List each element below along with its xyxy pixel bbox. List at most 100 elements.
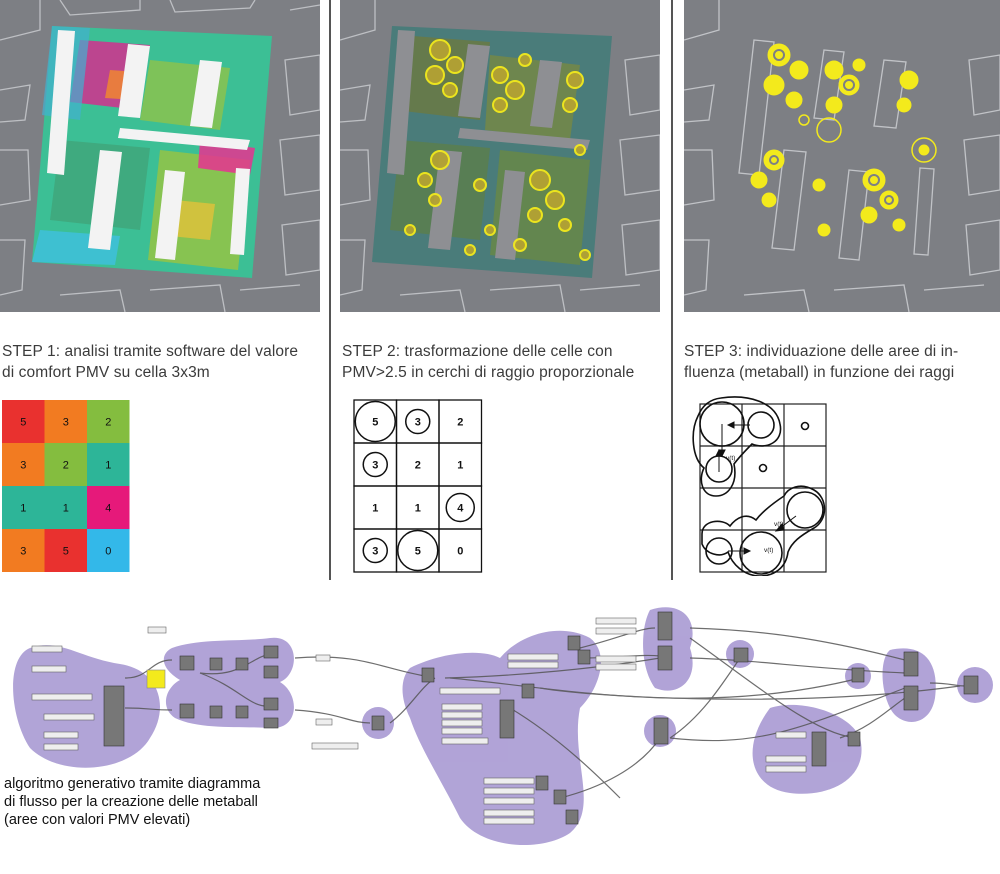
pmv-cell-0-0 — [2, 400, 45, 443]
metaball-tiny-circle-2 — [758, 463, 768, 473]
param-slider-9 — [315, 718, 333, 726]
step1-heatmap-image — [0, 0, 320, 312]
step1-caption-line1: STEP 1: analisi tramite software del val… — [2, 343, 299, 360]
flow-caption-line2: di flusso per la creazione delle metabal… — [4, 794, 258, 810]
circle-grid-cell-3-2 — [438, 528, 483, 573]
node-a5 — [263, 645, 279, 659]
step1-caption-line2: di comfort PMV su cella 3x3m — [2, 364, 210, 381]
node-c2 — [521, 683, 535, 699]
step3-metaball-image — [684, 0, 1000, 312]
pmv-cell-value-2-0: 1 — [20, 503, 26, 515]
pmv-cell-value-2-1: 1 — [63, 503, 69, 515]
metaball-grid-svg: v(t) v(t) v(t) — [692, 396, 827, 577]
param-slider-2 — [31, 665, 67, 673]
param-slider-11 — [439, 687, 501, 695]
pmv-circle-0-0 — [354, 400, 396, 443]
metaball-grid: v(t) v(t) v(t) — [688, 392, 834, 581]
node-d2 — [657, 645, 673, 671]
pmv-cell-value-1-2: 1 — [105, 460, 111, 472]
param-slider-14 — [441, 719, 483, 727]
node-d3 — [733, 647, 749, 663]
pmv-circle-0-1 — [405, 408, 431, 435]
node-blob-left — [13, 645, 160, 768]
node-d4 — [653, 717, 669, 745]
node-a8 — [235, 705, 249, 719]
pmv-cell-value-3-1: 5 — [63, 546, 69, 558]
flow-diagram-svg — [13, 607, 993, 845]
param-slider-28 — [775, 731, 807, 739]
node-a2 — [179, 703, 195, 719]
param-slider-13 — [441, 711, 483, 719]
pmv-cell-value-1-0: 3 — [20, 460, 26, 472]
node-a1 — [179, 655, 195, 671]
param-slider-29 — [765, 755, 807, 763]
node-e2 — [847, 731, 861, 747]
pmv-cell-2-0 — [2, 486, 45, 529]
pmv-cell-0-1 — [44, 400, 87, 443]
node-e1 — [811, 731, 827, 767]
node-a10 — [263, 717, 279, 729]
pmv-cell-1-0 — [2, 443, 45, 486]
metaball-bottom-big-circle — [739, 531, 783, 575]
vt-label-3: v(t) — [774, 521, 783, 528]
pmv-cell-2-2 — [87, 486, 130, 529]
pmv-cell-0-2 — [87, 400, 130, 443]
node-f2 — [903, 651, 919, 677]
node-b2 — [421, 667, 435, 683]
flow-diagram — [0, 598, 1000, 869]
step2-circles-image — [340, 0, 660, 312]
pmv-circle-2-2 — [445, 492, 475, 523]
node-a9 — [263, 697, 279, 711]
pmv-cell-value-1-1: 2 — [63, 460, 69, 472]
node-f4 — [963, 675, 979, 695]
node-f1 — [851, 667, 865, 683]
circle-cell-value-3-1: 5 — [415, 546, 421, 558]
param-slider-21 — [595, 655, 637, 663]
pmv-cell-value-3-2: 0 — [105, 546, 111, 558]
node-a6 — [263, 665, 279, 679]
pmv-cell-value-0-0: 5 — [20, 417, 26, 429]
param-slider-25 — [483, 797, 535, 805]
param-slider-24 — [483, 787, 535, 795]
pmv-cell-value-3-0: 3 — [20, 546, 26, 558]
pmv-cell-value-2-2: 4 — [105, 503, 111, 515]
param-slider-8 — [315, 654, 331, 662]
node-d1 — [657, 611, 673, 641]
circle-cell-value-1-2: 1 — [457, 460, 463, 472]
pmv-cell-3-1 — [44, 529, 87, 572]
pmv-cell-3-2 — [87, 529, 130, 572]
flow-caption-line1: algoritmo generativo tramite diagramma — [4, 776, 261, 792]
step3-caption: STEP 3: individuazione delle aree di in-… — [684, 341, 1000, 383]
node-main-left — [103, 685, 125, 747]
param-slider-12 — [441, 703, 483, 711]
node-c7 — [565, 809, 579, 825]
param-slider-22 — [595, 663, 637, 671]
node-a4 — [235, 657, 249, 671]
node-f3 — [903, 685, 919, 711]
node-a7 — [209, 705, 223, 719]
step3-caption-line1: STEP 3: individuazione delle aree di in- — [684, 343, 959, 360]
circle-cell-value-0-1: 3 — [415, 417, 421, 429]
pmv-cell-1-1 — [44, 443, 87, 486]
node-c4 — [577, 649, 591, 665]
circle-cell-value-0-0: 5 — [372, 417, 378, 429]
step3-metaball-panel — [684, 0, 1000, 312]
metaball-bottom-outline — [701, 485, 826, 577]
param-slider-5 — [43, 731, 79, 739]
param-slider-1 — [31, 645, 63, 653]
circle-cell-value-2-1: 1 — [415, 503, 421, 515]
param-slider-18 — [507, 661, 559, 669]
circle-cell-value-2-0: 1 — [372, 503, 378, 515]
param-slider-27 — [483, 817, 535, 825]
metaball-tiny-circle-1 — [800, 421, 810, 431]
step3-caption-line2: fluenza (metaball) in funzione dei raggi — [684, 364, 955, 381]
pmv-circle-1-0 — [362, 451, 388, 478]
param-slider-23 — [483, 777, 535, 785]
circle-cell-value-3-2: 0 — [457, 546, 463, 558]
yellow-panel-node — [146, 669, 166, 689]
node-c6 — [553, 789, 567, 805]
param-slider-26 — [483, 809, 535, 817]
